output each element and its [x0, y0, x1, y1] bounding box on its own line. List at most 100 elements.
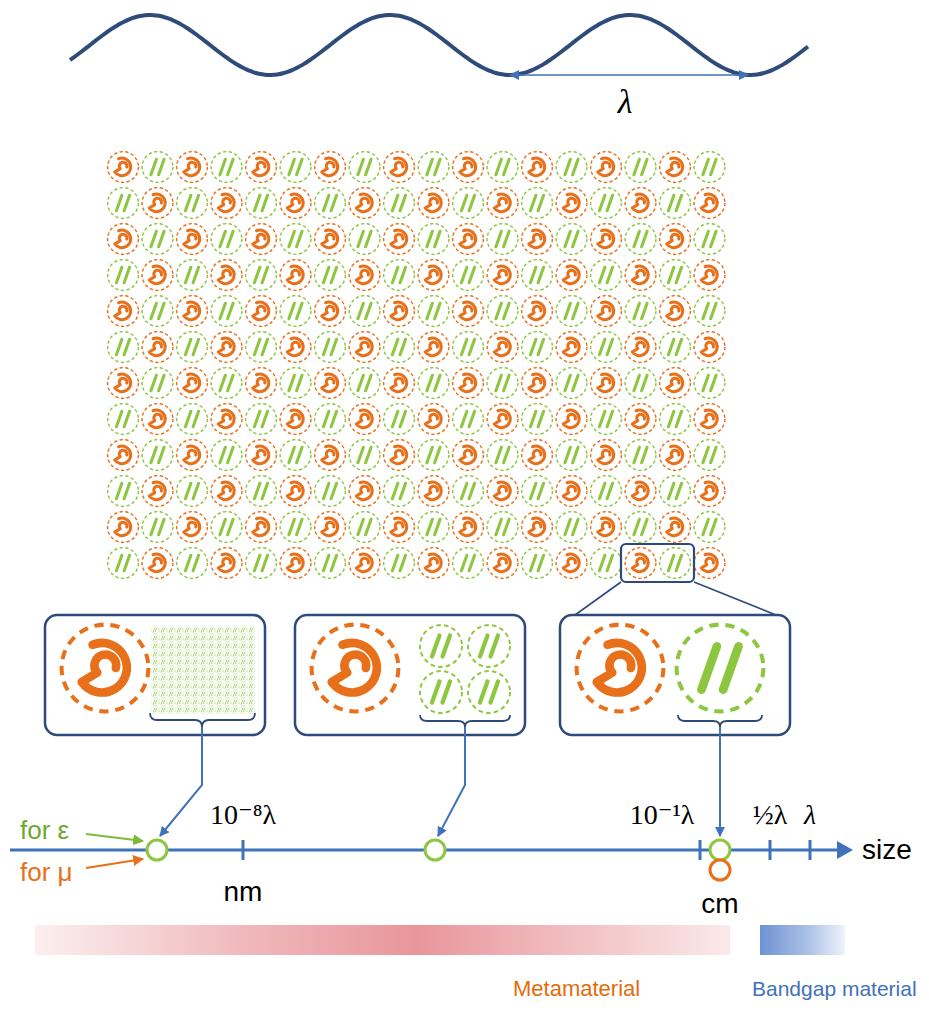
magnetic-resonator: [384, 368, 415, 399]
electric-resonator: [247, 634, 255, 642]
electric-resonator: [384, 188, 415, 219]
electric-resonator: [315, 404, 346, 435]
electric-resonator: [191, 674, 199, 682]
magnetic-resonator: [312, 625, 399, 712]
electric-resonator: [591, 548, 622, 579]
magnetic-resonator: [246, 368, 277, 399]
electric-resonator: [159, 650, 167, 658]
magnetic-resonator: [349, 188, 380, 219]
electric-resonator: [239, 698, 247, 706]
electric-resonator: [239, 690, 247, 698]
electric-resonator: [215, 690, 223, 698]
electric-resonator: [231, 666, 239, 674]
magnetic-resonator: [142, 404, 173, 435]
electric-resonator: [556, 152, 587, 183]
electric-resonator: [231, 650, 239, 658]
electric-resonator: [183, 650, 191, 658]
electric-resonator: [453, 548, 484, 579]
electric-resonator: [191, 658, 199, 666]
electric-resonator: [211, 368, 242, 399]
magnetic-resonator: [142, 476, 173, 507]
electric-resonator: [175, 690, 183, 698]
magnetic-resonator: [487, 404, 518, 435]
bracket: [678, 715, 762, 727]
electric-resonator: [280, 512, 311, 543]
magnetic-resonator: [315, 152, 346, 183]
electric-resonator: [239, 626, 247, 634]
electric-resonator: [522, 476, 553, 507]
electric-resonator: [199, 658, 207, 666]
electric-resonator: [175, 682, 183, 690]
electric-resonator: [694, 440, 725, 471]
electric-resonator: [215, 674, 223, 682]
electric-resonator: [315, 260, 346, 291]
electric-resonator: [177, 404, 208, 435]
electric-resonator: [556, 512, 587, 543]
electric-resonator: [167, 650, 175, 658]
axis-tick: [699, 840, 702, 860]
electric-resonator: [108, 548, 139, 579]
electric-resonator: [660, 476, 691, 507]
electric-resonator: [280, 152, 311, 183]
electric-resonator: [231, 698, 239, 706]
electric-resonator: [223, 634, 231, 642]
electric-resonator: [591, 476, 622, 507]
electric-resonator: [175, 650, 183, 658]
electric-resonator: [349, 440, 380, 471]
electric-resonator: [246, 188, 277, 219]
electric-resonator: [384, 332, 415, 363]
electric-resonator: [167, 658, 175, 666]
electric-resonator: [167, 674, 175, 682]
electric-resonator: [280, 440, 311, 471]
electric-resonator: [231, 674, 239, 682]
electric-resonator: [247, 626, 255, 634]
magnetic-resonator: [211, 404, 242, 435]
electric-resonator: [315, 476, 346, 507]
magnetic-resonator: [625, 188, 656, 219]
axis-value: λ: [804, 800, 816, 831]
electric-resonator: [522, 332, 553, 363]
electric-resonator: [175, 698, 183, 706]
electric-resonator: [167, 682, 175, 690]
electric-resonator: [660, 332, 691, 363]
electric-resonator: [167, 634, 175, 642]
electric-resonator: [167, 666, 175, 674]
gradient-bar: [760, 925, 845, 955]
gradient-bar: [35, 925, 730, 955]
zoom-line: [694, 582, 776, 615]
magnetic-resonator: [280, 548, 311, 579]
electric-resonator: [280, 368, 311, 399]
magnetic-resonator: [556, 188, 587, 219]
electric-resonator: [183, 658, 191, 666]
electric-resonator: [247, 682, 255, 690]
magnetic-resonator: [660, 296, 691, 327]
electric-resonator: [556, 440, 587, 471]
axis-title: size: [862, 835, 912, 866]
electric-resonator: [159, 634, 167, 642]
magnetic-resonator: [211, 548, 242, 579]
electric-resonator: [167, 706, 175, 714]
magnetic-resonator: [453, 440, 484, 471]
electric-resonator: [199, 706, 207, 714]
magnetic-resonator: [625, 476, 656, 507]
electric-resonator: [246, 404, 277, 435]
axis-arrowhead: [837, 841, 853, 859]
magnetic-resonator: [625, 332, 656, 363]
magnetic-resonator: [418, 188, 449, 219]
magnetic-resonator: [487, 332, 518, 363]
electric-resonator: [694, 296, 725, 327]
electric-resonator: [151, 634, 159, 642]
electric-resonator: [151, 682, 159, 690]
electric-resonator: [108, 188, 139, 219]
magnetic-resonator: [660, 152, 691, 183]
electric-resonator: [191, 682, 199, 690]
electric-resonator: [151, 666, 159, 674]
electric-resonator: [487, 512, 518, 543]
magnetic-resonator: [315, 440, 346, 471]
magnetic-resonator: [246, 224, 277, 255]
magnetic-resonator: [418, 476, 449, 507]
magnetic-resonator: [108, 296, 139, 327]
nano-lattice: [151, 626, 255, 714]
